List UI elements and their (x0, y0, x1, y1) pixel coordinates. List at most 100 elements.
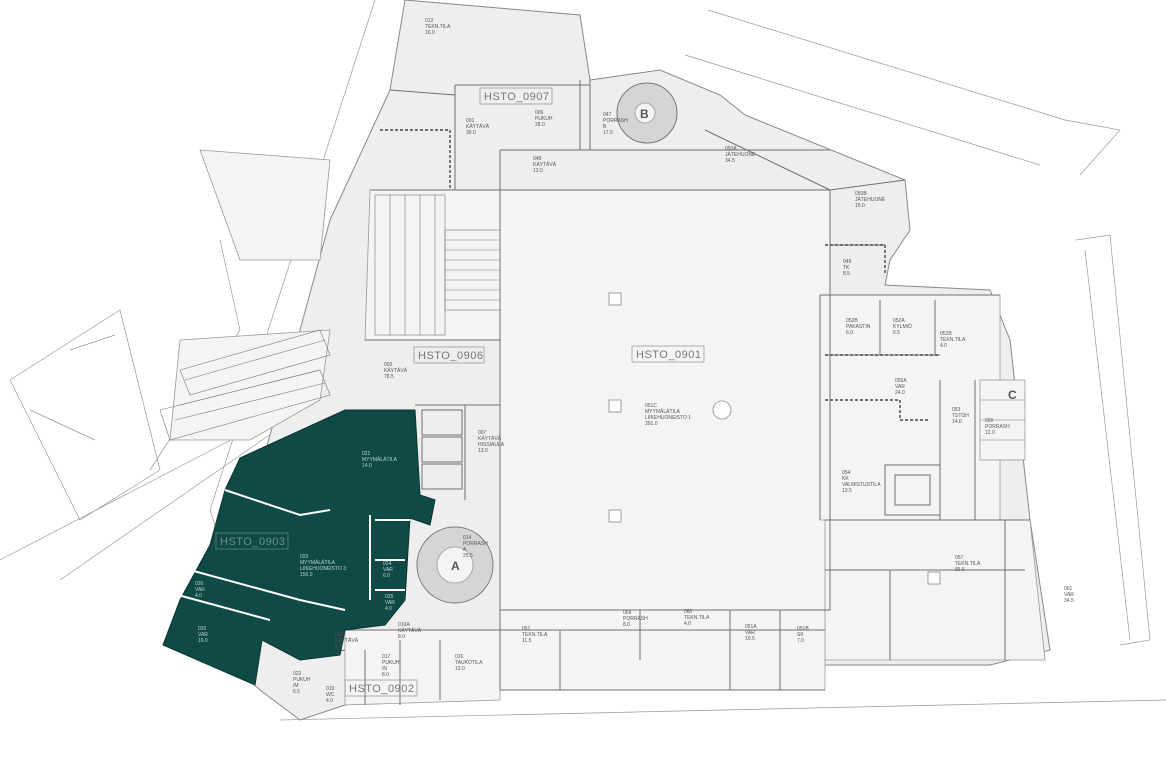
room-label-line: MYYMÄLÄTILA (645, 408, 681, 415)
stair-core-b: B (616, 82, 678, 144)
site-outline (0, 0, 1166, 721)
room-label-line: PAKASTIN (846, 324, 871, 330)
dark-room-label-line: 023 (300, 554, 309, 560)
stair-label-c: C (1008, 388, 1017, 402)
stair-label-b: B (640, 107, 649, 121)
room-label-line: 13.0 (478, 448, 488, 454)
room-label-line: /M (293, 683, 299, 689)
room-label-line: 006 (535, 110, 544, 116)
zone-label-0901: HSTO_0901 (631, 345, 705, 363)
room-label-line: 017 (382, 654, 391, 660)
dark-room-label-line: 024 (383, 561, 392, 567)
room-label-line: 13.0 (455, 666, 465, 672)
room-label-line: 25.5 (463, 553, 473, 559)
room-label-line: 8.0 (335, 644, 342, 650)
room-label-line: 055A (895, 378, 907, 384)
room-label-line: PUKUH (382, 660, 400, 666)
dark-room-label-line: VAR (383, 567, 393, 573)
room-label-line: 6.0 (846, 330, 853, 336)
room-label-line: TAUKOTILA (455, 660, 483, 666)
room-label-line: SK (797, 632, 804, 638)
room-label-line: 11.5 (522, 638, 532, 644)
room-label-line: 060 (684, 609, 693, 615)
escalators (159, 194, 501, 441)
room-label-line: 7.0 (797, 638, 804, 644)
room-label-line: 8.5 (843, 271, 850, 277)
dark-room-label-line: 020 (198, 626, 207, 632)
stair-core-a: A (416, 526, 494, 604)
room-label-line: 001 (466, 118, 475, 124)
room-label-line: TEKN.TILA (955, 561, 981, 567)
room-label-line: KÄYTÄVÄ (478, 435, 502, 442)
dark-room-label-line: 156.0 (300, 572, 313, 578)
columns (608, 292, 941, 585)
room-label-line: JÄTEHUONE (725, 151, 756, 158)
stair-core-c: C (979, 379, 1026, 461)
room-label-line: 4.0 (684, 621, 691, 627)
room-label-line: 13.0 (533, 168, 543, 174)
stair-label-a: A (451, 559, 460, 573)
room-label-line: 053 (952, 407, 961, 413)
room-label-line: PUKUH (535, 116, 553, 122)
zone-text-0903: HSTO_0903 (220, 536, 285, 548)
dark-room-label-line: 4.0 (195, 593, 202, 599)
room-label-line: 052B (846, 318, 858, 324)
room-label-line: 8.0 (382, 672, 389, 678)
room-label-line: 34.5 (725, 158, 735, 164)
room-label-line: 24.0 (895, 390, 905, 396)
room-label-line: 061 (1064, 586, 1073, 592)
room-label-line: 28.0 (535, 122, 545, 128)
dark-room-label-line: MYYMÄLÄTILA (300, 559, 336, 566)
dark-room-label-line: 6.0 (383, 573, 390, 579)
room-label-line: 059 (623, 610, 632, 616)
room-label-line: 8.0 (623, 622, 630, 628)
room-label-line: 050B (855, 191, 867, 197)
room-label-line: 051C (645, 403, 657, 409)
elevators (421, 409, 941, 516)
room-label-line: PORRASH (463, 541, 488, 547)
room-label-line: 39.0 (466, 130, 476, 136)
zone-label-0902: HSTO_0902 (344, 679, 418, 697)
room-label-line: 051B (797, 626, 809, 632)
dark-room-label-line: VAR (385, 600, 395, 606)
room-label-line: JÄTEHUONE (855, 196, 886, 203)
room-label-line: 014 (463, 535, 472, 541)
room-label-line: 12.0 (985, 430, 995, 436)
room-label-line: 34.5 (1064, 598, 1074, 604)
dark-room-label-line: 16.0 (198, 638, 208, 644)
room-label-line: 051 (522, 626, 531, 632)
room-label-line: TEKN.TILA (425, 24, 451, 30)
room-label-line: 6.5 (293, 689, 300, 695)
room-label-line: 007 (478, 430, 487, 436)
dark-room-label-line: 026 (195, 581, 204, 587)
room-label-line: 022 (293, 671, 302, 677)
dark-room-label-line: 021 (362, 451, 371, 457)
room-label-line: KÄYTÄVÄ (398, 627, 422, 634)
room-label-line: PORRASH (985, 424, 1010, 430)
room-label-line: 8.0 (398, 634, 405, 640)
room-label-line: 16.0 (425, 30, 435, 36)
zone-text-0901: HSTO_0901 (636, 349, 701, 361)
room-label-line: 052B (940, 331, 952, 337)
room-label-line: HISSIAULA (478, 442, 505, 448)
